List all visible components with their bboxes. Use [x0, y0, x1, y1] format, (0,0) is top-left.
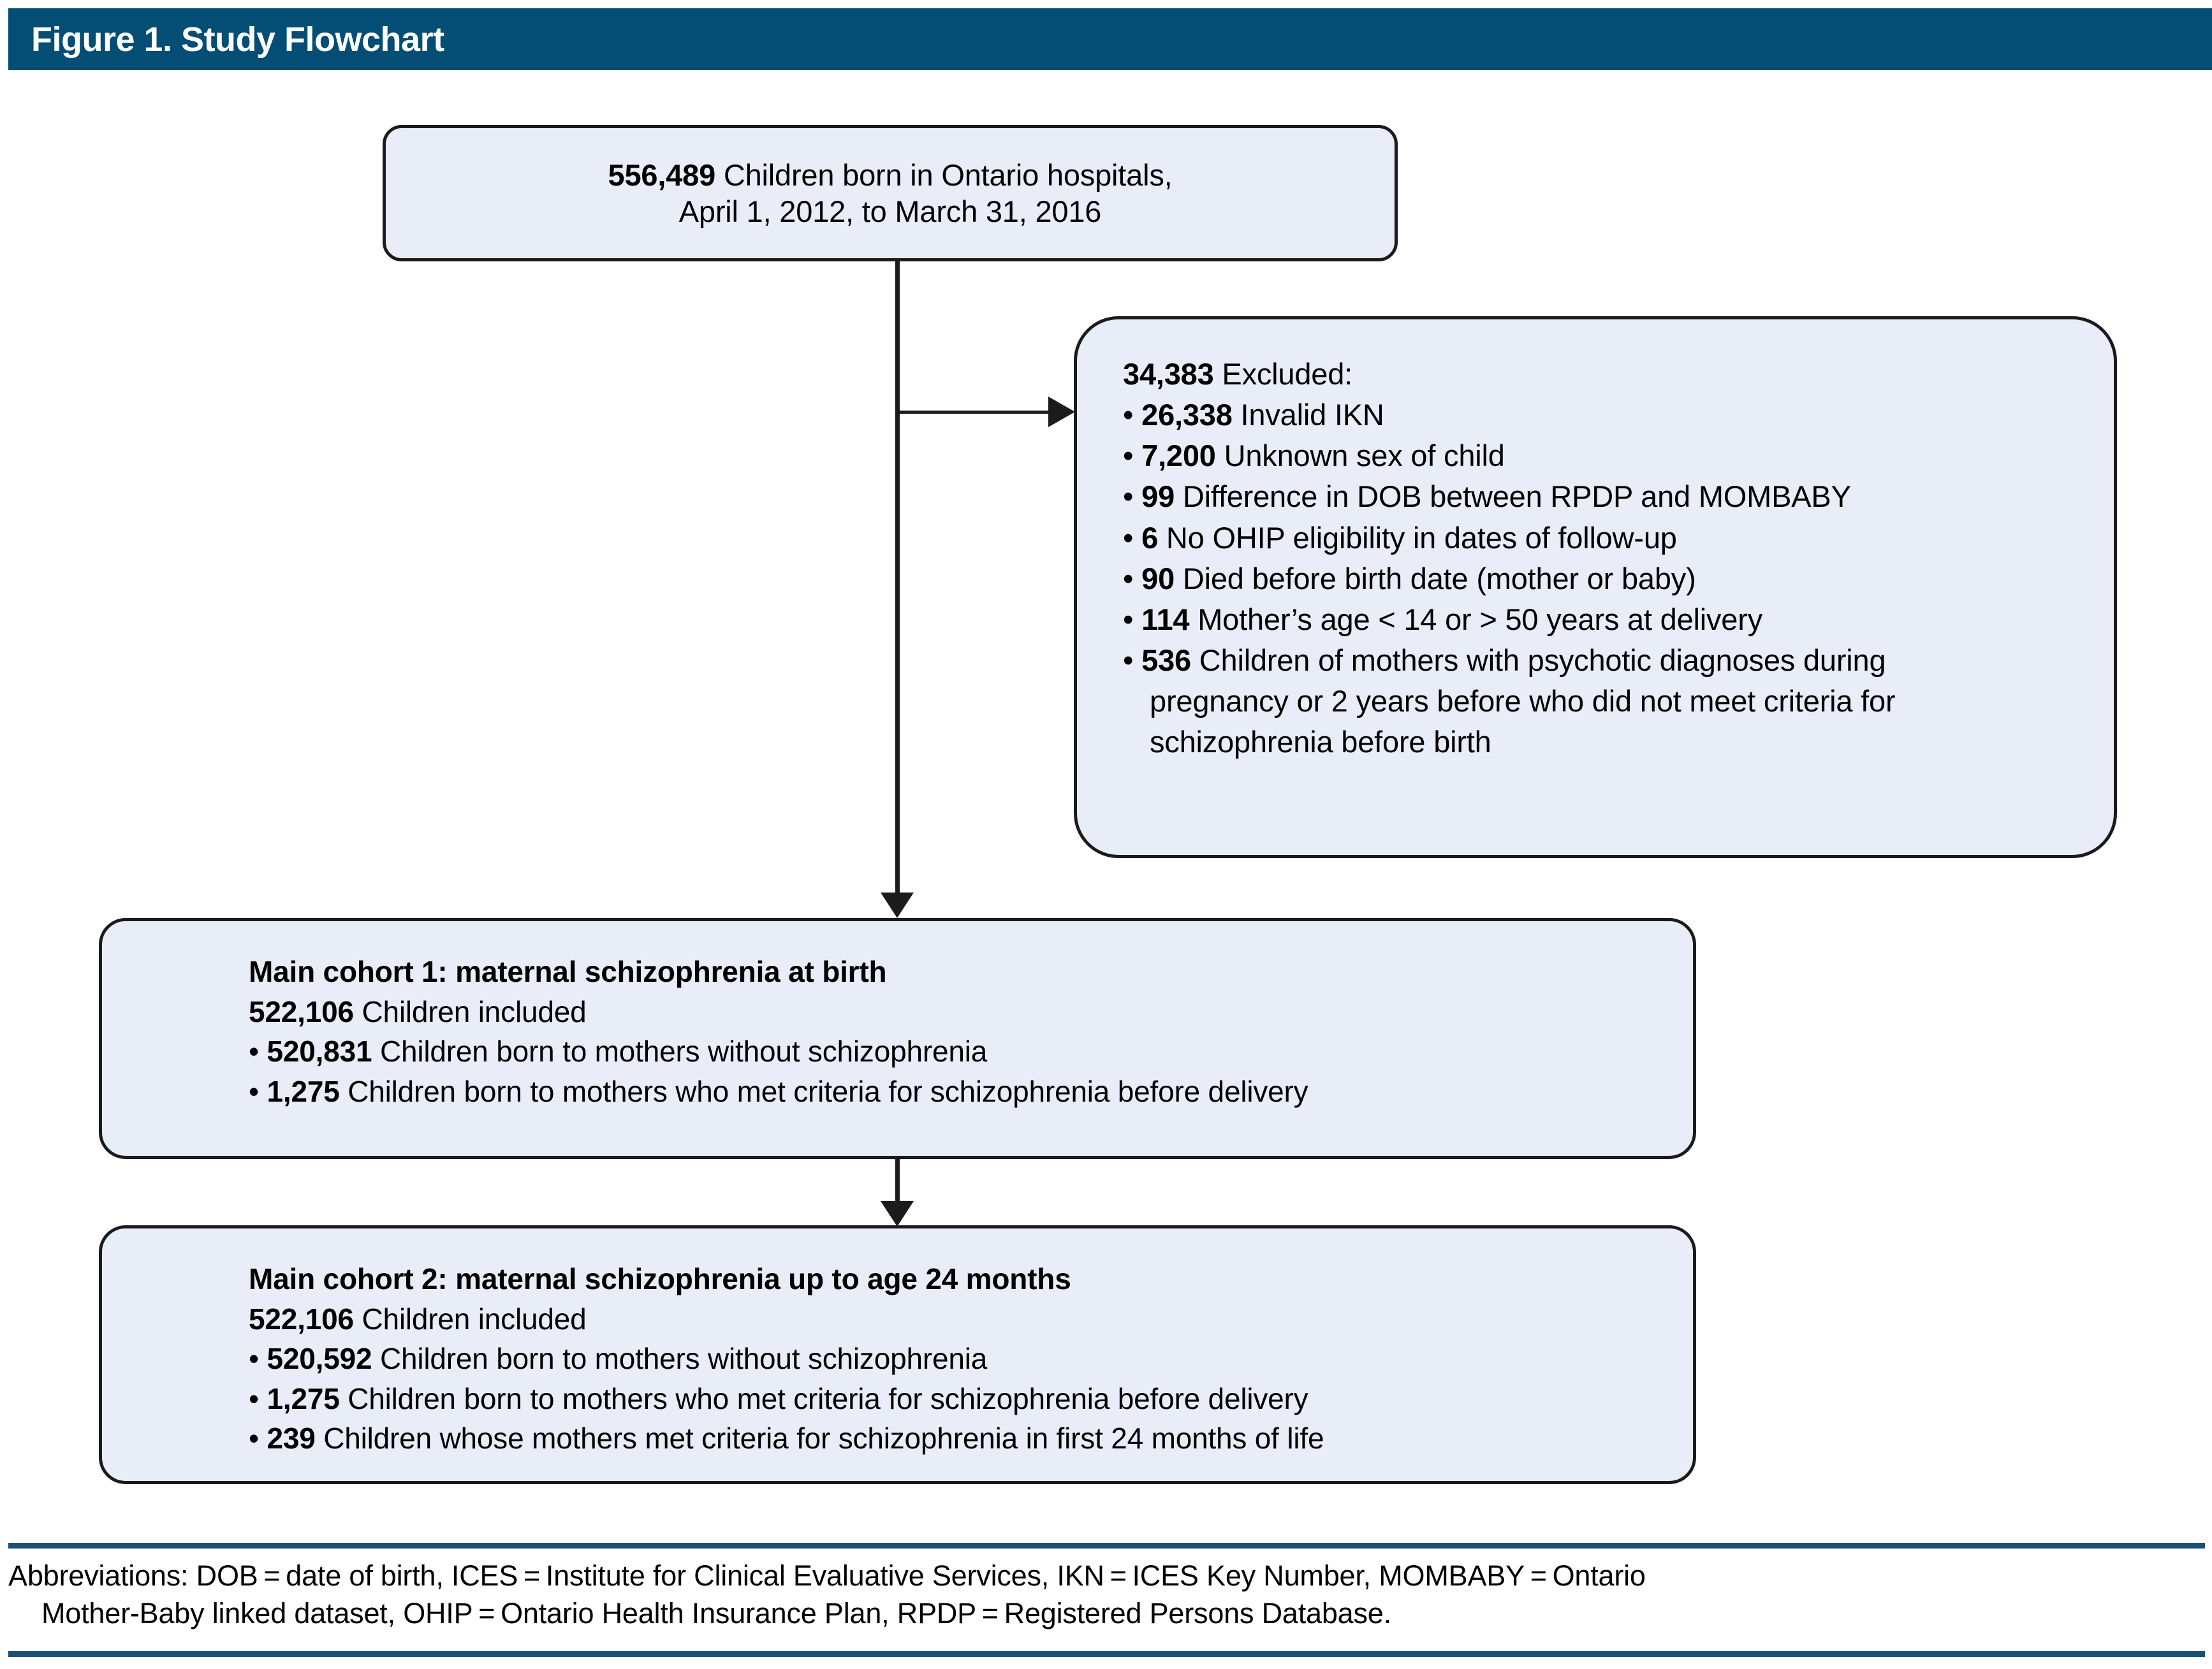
bullet-icon: •: [249, 1342, 259, 1376]
bullet-icon: •: [1123, 439, 1134, 473]
excluded-item-count: 90: [1141, 561, 1175, 595]
arrowhead-right-icon: [1048, 397, 1075, 427]
excluded-item-continuation: schizophrenia before birth: [1150, 725, 1491, 759]
excluded-heading: 34,383 Excluded:: [1123, 354, 2076, 395]
excluded-item: • 7,200 Unknown sex of child: [1123, 435, 2076, 476]
excluded-item-continuation: pregnancy or 2 years before who did not …: [1150, 684, 1896, 718]
cohort2-item-count: 1,275: [267, 1381, 340, 1415]
footer-rule-bottom: [8, 1651, 2205, 1657]
excluded-item-text: Mother’s age < 14 or > 50 years at deliv…: [1189, 602, 1762, 636]
figure-title-bar: Figure 1. Study Flowchart: [8, 8, 2212, 70]
bullet-icon: •: [1123, 398, 1134, 432]
excluded-item-text: Children of mothers with psychotic diagn…: [1190, 643, 1886, 677]
excluded-item-count: 6: [1141, 520, 1159, 555]
cohort1-item-count: 520,831: [267, 1035, 372, 1068]
flowchart-node-main-cohort-2: Main cohort 2: maternal schizophrenia up…: [99, 1225, 1696, 1484]
excluded-item-count: 26,338: [1141, 398, 1233, 432]
abbreviations-note: Abbreviations: DOB = date of birth, ICES…: [8, 1557, 2195, 1633]
children-born-line-2: April 1, 2012, to March 31, 2016: [678, 194, 1102, 228]
cohort2-total-label: Children included: [353, 1302, 587, 1336]
cohort2-item-text: Children whose mothers met criteria for …: [315, 1422, 1324, 1455]
cohort2-item: • 239 Children whose mothers met criteri…: [249, 1418, 1693, 1459]
bullet-icon: •: [1123, 643, 1134, 677]
bullet-icon: •: [249, 1035, 259, 1068]
cohort1-total-count: 522,106: [249, 995, 354, 1028]
excluded-item-text: Died before birth date (mother or baby): [1175, 561, 1696, 595]
cohort2-item: • 1,275 Children born to mothers who met…: [249, 1379, 1693, 1419]
excluded-item-count: 7,200: [1141, 439, 1216, 473]
arrowhead-down-cohort1-icon: [881, 893, 914, 918]
abbreviations-line-2: Mother-Baby linked dataset, OHIP = Ontar…: [41, 1597, 1391, 1630]
children-born-count: 556,489: [608, 157, 716, 192]
flowchart-node-excluded: 34,383 Excluded: • 26,338 Invalid IKN • …: [1074, 316, 2117, 858]
excluded-item: • 6 No OHIP eligibility in dates of foll…: [1123, 518, 2076, 558]
page-title: Figure 1. Study Flowchart: [31, 20, 444, 59]
excluded-count: 34,383: [1123, 357, 1214, 391]
abbreviations-line-1: Abbreviations: DOB = date of birth, ICES…: [8, 1559, 1646, 1592]
bullet-icon: •: [1123, 479, 1134, 514]
bullet-icon: •: [249, 1422, 259, 1455]
cohort2-item-count: 239: [267, 1422, 316, 1455]
children-born-line-1: 556,489 Children born in Ontario hospita…: [608, 157, 1173, 193]
cohort1-item-count: 1,275: [267, 1074, 340, 1108]
flowchart-node-children-born: 556,489 Children born in Ontario hospita…: [383, 125, 1398, 261]
excluded-item: • 26,338 Invalid IKN: [1123, 395, 2076, 435]
arrowhead-down-cohort2-icon: [881, 1201, 914, 1227]
excluded-item: • 90 Died before birth date (mother or b…: [1123, 558, 2076, 599]
cohort2-total-count: 522,106: [249, 1302, 354, 1336]
bullet-icon: •: [249, 1381, 259, 1415]
excluded-item-count: 536: [1141, 643, 1191, 677]
excluded-item-count: 114: [1141, 602, 1190, 636]
excluded-item-text: Invalid IKN: [1232, 398, 1384, 432]
excluded-item-text: Unknown sex of child: [1215, 439, 1505, 473]
cohort1-item: • 1,275 Children born to mothers who met…: [249, 1072, 1693, 1112]
excluded-item-text: No OHIP eligibility in dates of follow-u…: [1158, 520, 1677, 555]
cohort2-total: 522,106 Children included: [249, 1299, 1693, 1339]
connector-vertical-cohort1-to-cohort2: [895, 1159, 900, 1211]
footer-rule-top: [8, 1543, 2205, 1549]
excluded-item: • 99 Difference in DOB between RPDP and …: [1123, 476, 2076, 517]
cohort1-title: Main cohort 1: maternal schizophrenia at…: [249, 955, 887, 988]
excluded-item-text: Difference in DOB between RPDP and MOMBA…: [1175, 479, 1851, 514]
bullet-icon: •: [1123, 561, 1134, 595]
excluded-label: Excluded:: [1213, 357, 1353, 391]
cohort2-item: • 520,592 Children born to mothers witho…: [249, 1339, 1693, 1379]
excluded-item: • 536 Children of mothers with psychotic…: [1123, 640, 2076, 681]
children-born-label: Children born in Ontario hospitals,: [715, 157, 1173, 192]
cohort1-total: 522,106 Children included: [249, 992, 1693, 1032]
bullet-icon: •: [1123, 602, 1134, 636]
cohort2-item-text: Children born to mothers without schizop…: [372, 1342, 988, 1376]
cohort2-title: Main cohort 2: maternal schizophrenia up…: [249, 1262, 1071, 1295]
cohort1-item: • 520,831 Children born to mothers witho…: [249, 1031, 1693, 1072]
cohort2-item-count: 520,592: [267, 1342, 372, 1376]
cohort1-total-label: Children included: [353, 995, 587, 1028]
excluded-item-count: 99: [1141, 479, 1175, 514]
bullet-icon: •: [249, 1074, 259, 1108]
excluded-item: • 114 Mother’s age < 14 or > 50 years at…: [1123, 599, 2076, 640]
bullet-icon: •: [1123, 520, 1134, 555]
connector-horizontal-excluded: [895, 411, 1060, 414]
flowchart-node-main-cohort-1: Main cohort 1: maternal schizophrenia at…: [99, 918, 1696, 1159]
cohort1-item-text: Children born to mothers without schizop…: [372, 1035, 988, 1068]
cohort2-item-text: Children born to mothers who met criteri…: [339, 1381, 1308, 1415]
cohort1-item-text: Children born to mothers who met criteri…: [339, 1074, 1308, 1108]
connector-vertical-main: [895, 261, 900, 908]
